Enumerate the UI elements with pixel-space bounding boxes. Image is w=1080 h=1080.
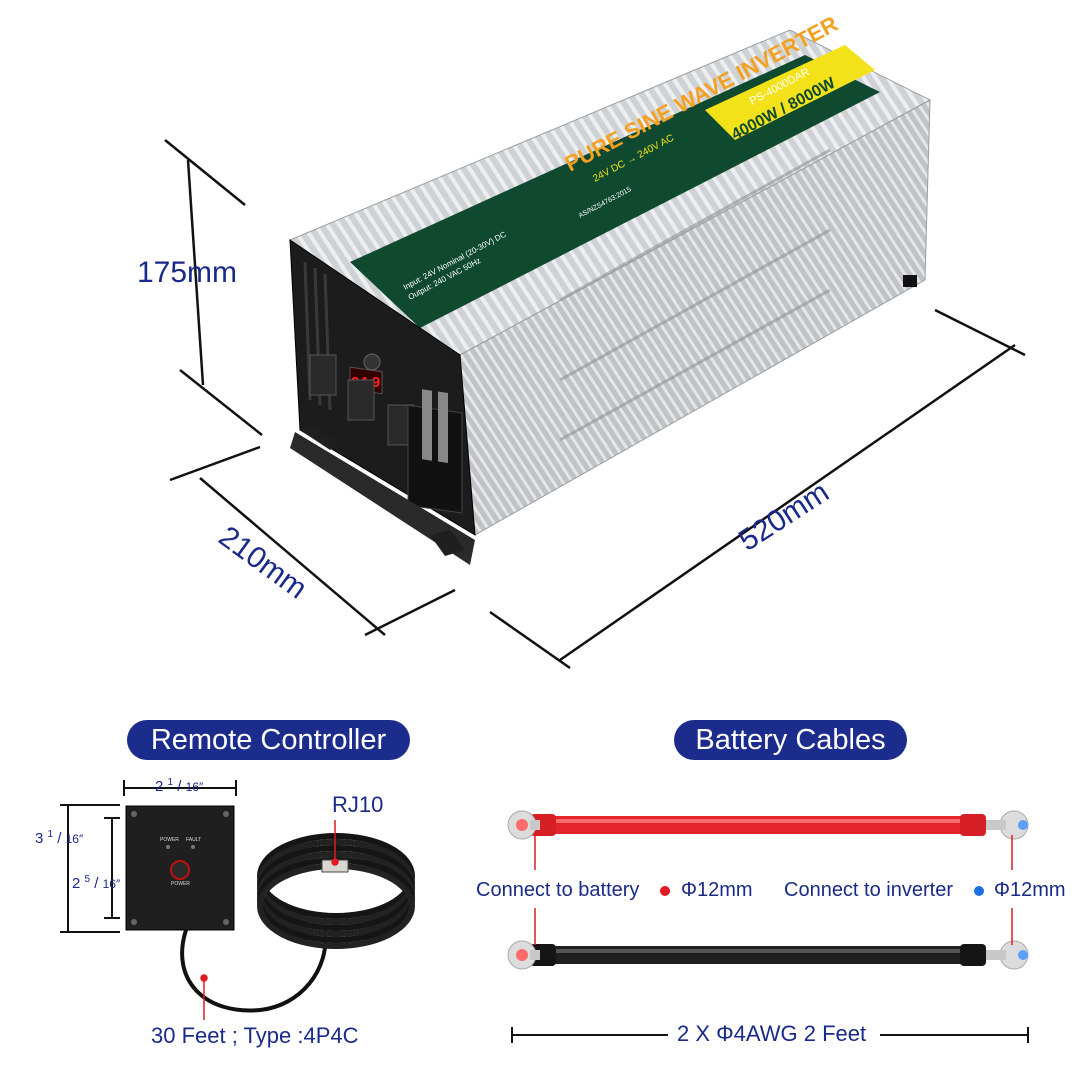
dimension-lines <box>164 139 1026 670</box>
remote-cable <box>180 929 328 1013</box>
remote-power-button-label: POWER <box>171 881 190 887</box>
remote-outer-height-label: 3 1 / 16″ <box>35 829 84 847</box>
connect-inverter-label: Connect to inverter <box>784 879 953 901</box>
power-switch[interactable] <box>363 353 381 371</box>
cable-spec-label: 2 X Φ4AWG 2 Feet <box>677 1021 867 1046</box>
remote-controller-illustration <box>60 780 415 1020</box>
height-dimension-label: 175mm <box>137 256 238 289</box>
cable-type-label: 30 Feet ; Type :4P4C <box>151 1023 359 1048</box>
inverter-terminal-size: Φ12mm <box>994 879 1066 901</box>
battery-size-dot <box>660 886 670 896</box>
remote-power-button[interactable] <box>170 860 190 880</box>
terminal-block <box>407 404 463 514</box>
red-cable <box>507 810 1029 840</box>
battery-terminal-size: Φ12mm <box>681 879 753 901</box>
rj10-label: RJ10 <box>332 792 384 817</box>
black-cable <box>507 940 1029 970</box>
mounting-bracket <box>290 432 475 565</box>
battery-cables-heading: Battery Cables <box>674 720 907 760</box>
product-label-yellow <box>705 45 875 140</box>
remote-width-label: 2 1 / 16″ <box>155 777 204 795</box>
inverter-illustration: PURE SINE WAVE INVERTER 24V DC → 240V AC… <box>164 11 1026 670</box>
connect-battery-label: Connect to battery <box>476 879 640 901</box>
remote-controller-heading: Remote Controller <box>127 720 410 760</box>
fault-led-icon <box>191 845 195 849</box>
remote-inner-height-label: 2 5 / 16″ <box>72 874 121 892</box>
remote-fault-led-label: FAULT <box>186 837 202 843</box>
power-led-icon <box>166 845 170 849</box>
remote-power-led-label: POWER <box>160 837 179 843</box>
red-terminal-dot <box>516 819 528 831</box>
blue-terminal-dot <box>1018 820 1028 830</box>
battery-cables-illustration <box>507 810 1029 1043</box>
inverter-size-dot <box>974 886 984 896</box>
